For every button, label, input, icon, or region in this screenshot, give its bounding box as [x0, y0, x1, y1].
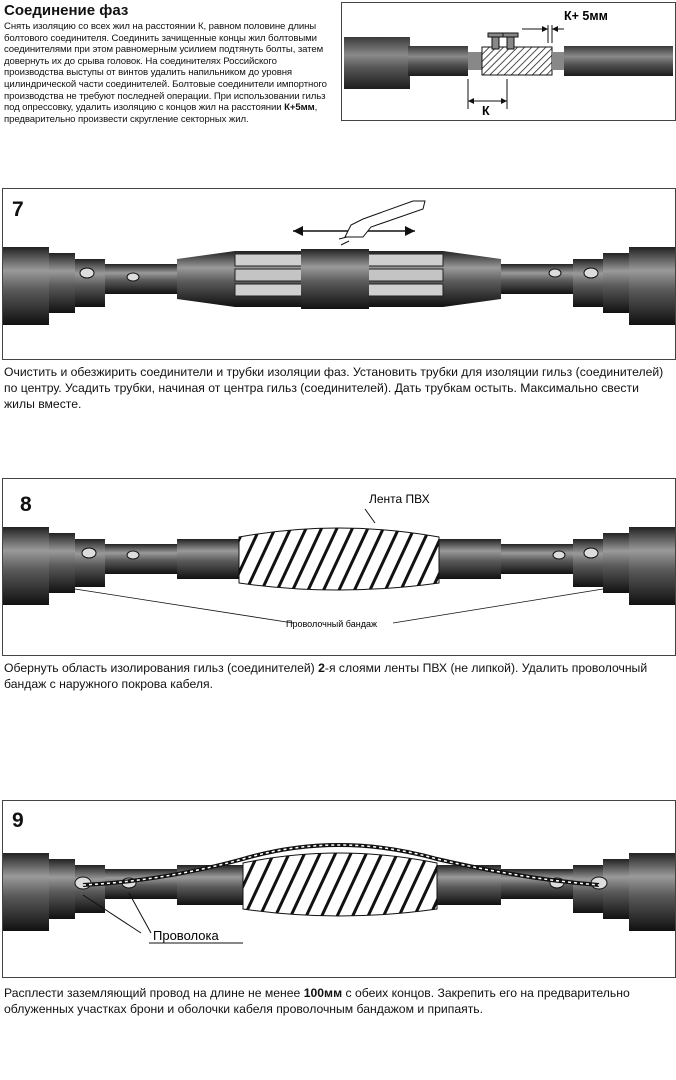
k-plus-label: К+ 5мм	[564, 9, 608, 23]
step-7-desc-part: Очистить и обезжирить соединители и труб…	[4, 365, 664, 411]
k-label: К	[482, 104, 490, 118]
step-8-desc-part: 2	[318, 661, 325, 675]
connector-figure: К+ 5мм К	[341, 2, 676, 121]
step-8-desc-part: -я слоями ленты ПВХ (не липкой). Удалить…	[4, 661, 648, 691]
header-intro_parts-part: К+5мм	[284, 102, 315, 114]
step-9-desc-part: с обеих концов. Закрепить его на предвар…	[4, 986, 630, 1016]
step-9-figure: 9 Проволока	[2, 800, 676, 978]
step-9-desc-part: 100мм	[303, 986, 343, 1000]
section-title: Соединение фаз	[4, 2, 129, 19]
header-intro_parts-part: , предварительно произвести скругление с…	[4, 102, 318, 125]
connector-diagram: К+ 5мм К	[344, 9, 673, 118]
step-8-figure: 8 Лента ПВХ Проволочный бандаж	[2, 478, 676, 656]
step-8-number: 8	[20, 493, 32, 516]
step-8-desc-part: Обернуть область изолирования гильз (сое…	[4, 661, 319, 675]
intro-text: Снять изоляцию со всех жил на расстоянии…	[4, 21, 336, 125]
step-9-desc-part: Расплести заземляющий провод на длине не…	[4, 986, 304, 1000]
step-9-diagram: Проволока	[3, 843, 675, 944]
step-7-diagram	[3, 200, 675, 325]
wire-label: Проволока	[153, 928, 219, 943]
header-intro_parts-part: Снять изоляцию со всех жил на расстоянии…	[4, 21, 327, 114]
step-7-description: Очистить и обезжирить соединители и труб…	[4, 364, 672, 412]
step-7-number: 7	[12, 198, 24, 221]
step-9-number: 9	[12, 809, 24, 832]
tape-label: Лента ПВХ	[369, 492, 430, 506]
step-7-figure: 7	[2, 188, 676, 360]
step-8-diagram: Лента ПВХ Проволочный бандаж	[3, 492, 675, 629]
step-8-description: Обернуть область изолирования гильз (сое…	[4, 660, 672, 692]
step-9-description: Расплести заземляющий провод на длине не…	[4, 985, 672, 1017]
bandage-label: Проволочный бандаж	[286, 619, 377, 629]
